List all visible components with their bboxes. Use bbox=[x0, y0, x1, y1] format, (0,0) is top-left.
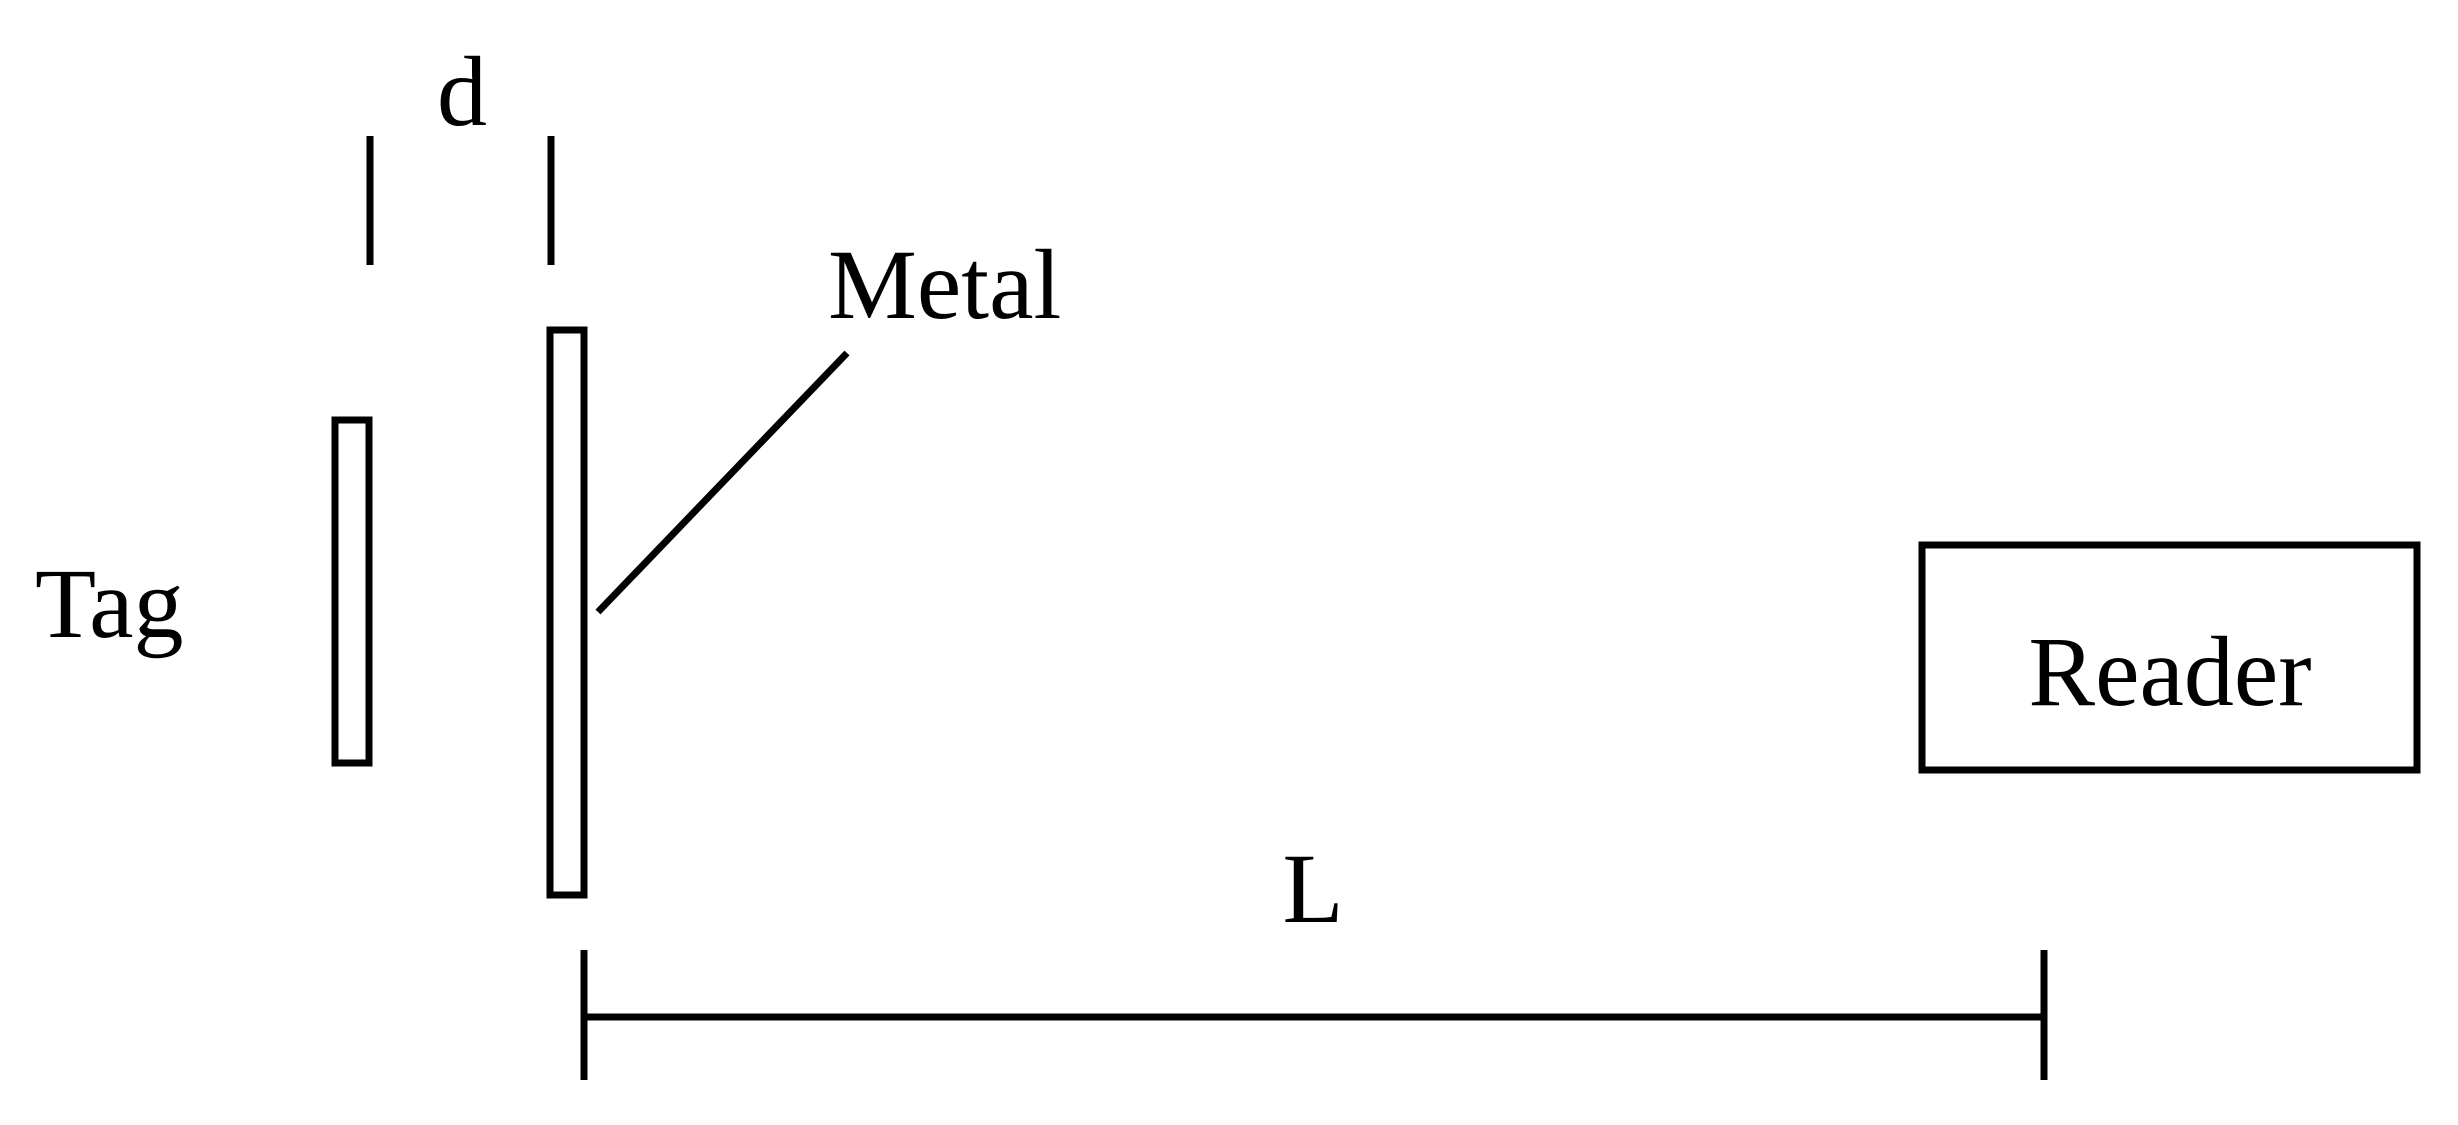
metal-leader-line bbox=[595, 350, 850, 615]
tag-label: Tag bbox=[35, 548, 184, 659]
d-label: d bbox=[437, 36, 487, 147]
metal-label: Metal bbox=[828, 229, 1061, 340]
tag-plate bbox=[331, 416, 373, 767]
reader-label: Reader bbox=[2028, 616, 2311, 727]
reader-box bbox=[1918, 541, 2421, 774]
L-label: L bbox=[1282, 833, 1343, 944]
metal-plate bbox=[546, 326, 588, 899]
